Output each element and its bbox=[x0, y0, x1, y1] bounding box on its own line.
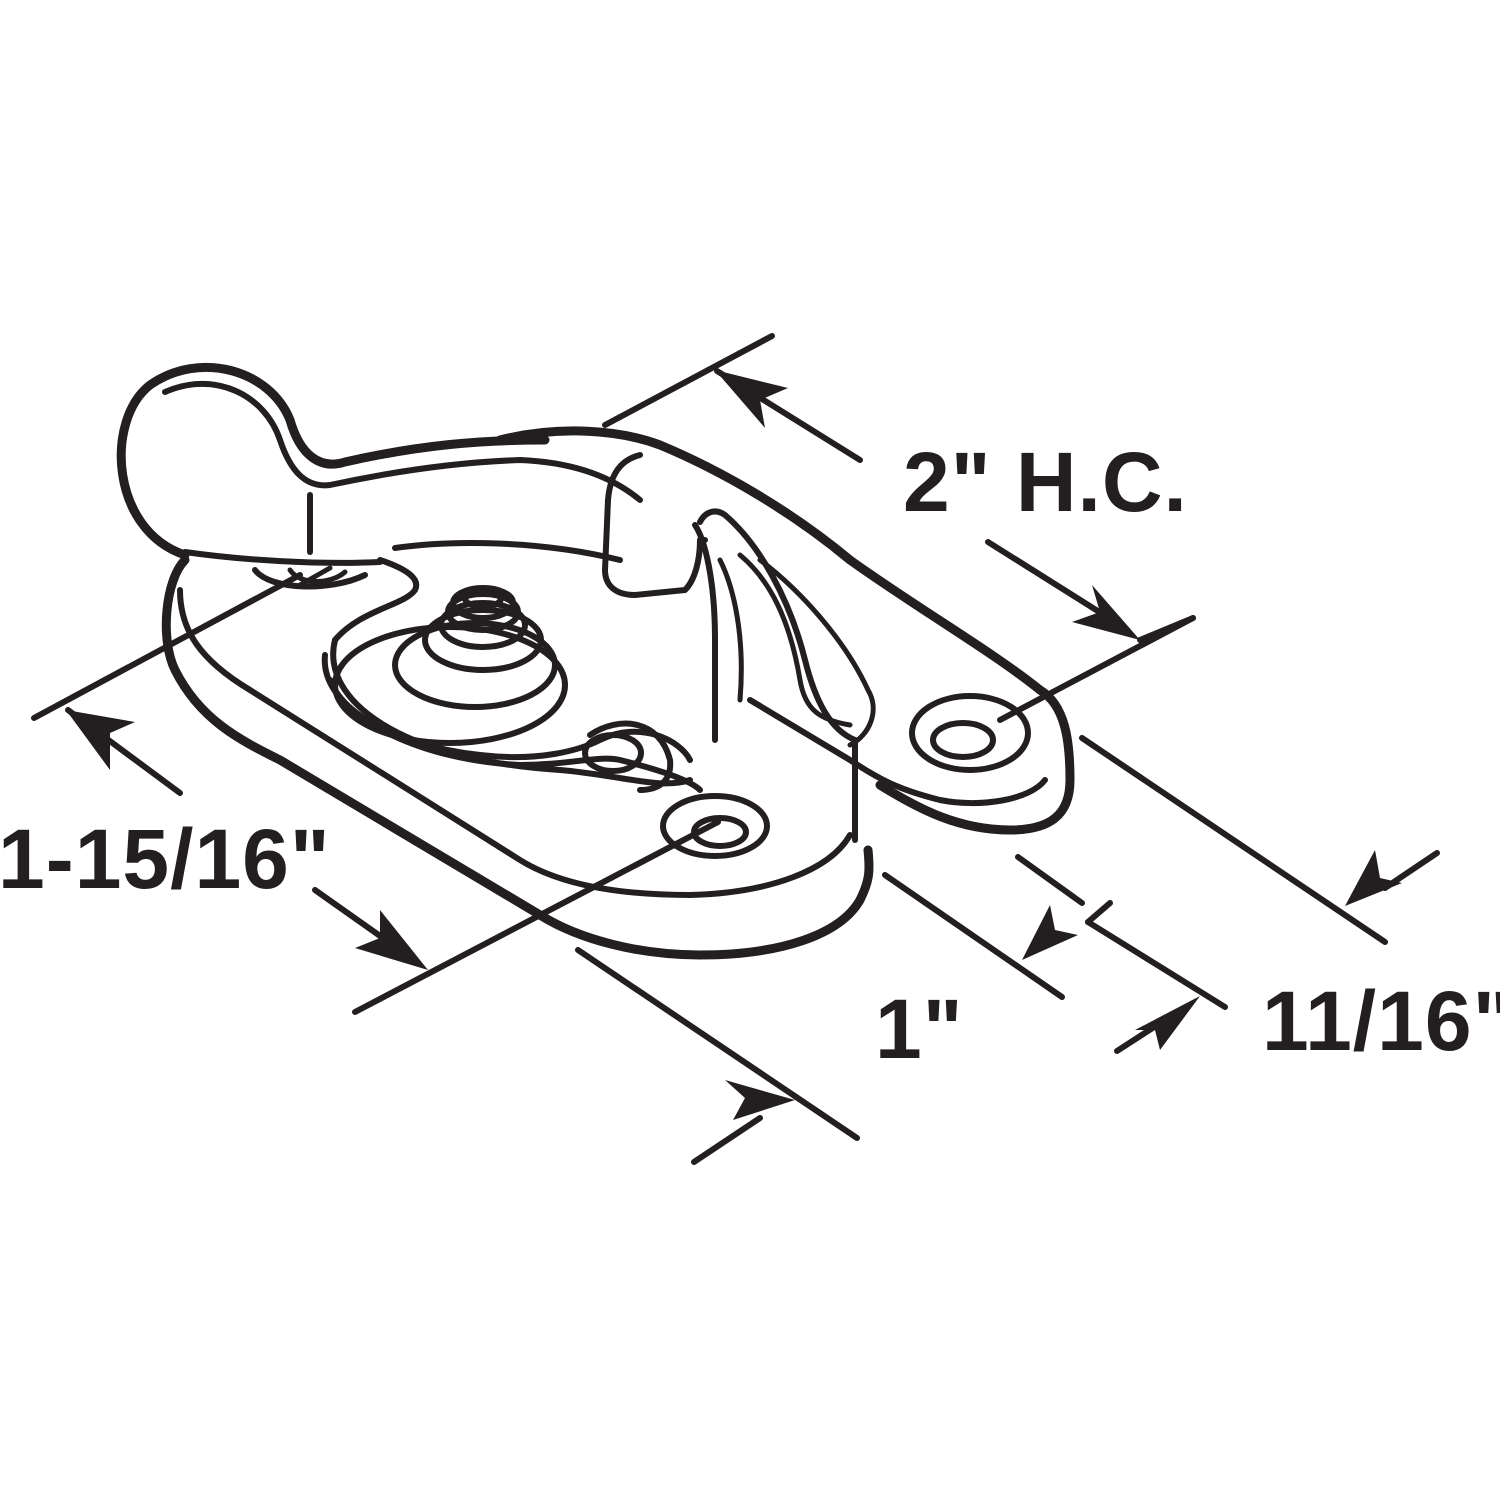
label-hole-center: 2" H.C. bbox=[903, 435, 1188, 529]
dimension-keeper-width bbox=[1079, 735, 1440, 1054]
dimension-overall-length bbox=[31, 572, 721, 1015]
dimension-hole-center bbox=[602, 333, 1196, 723]
label-keeper-width: 11/16" bbox=[1262, 974, 1500, 1068]
label-base-width: 1" bbox=[875, 982, 964, 1076]
cam-lever-handle bbox=[116, 362, 1045, 748]
label-overall-length: 1-15/16" bbox=[0, 812, 331, 906]
pivot-rivet bbox=[332, 585, 568, 746]
dimension-base-width bbox=[575, 854, 1085, 1165]
base-plate bbox=[161, 540, 874, 960]
keeper bbox=[747, 685, 1075, 843]
